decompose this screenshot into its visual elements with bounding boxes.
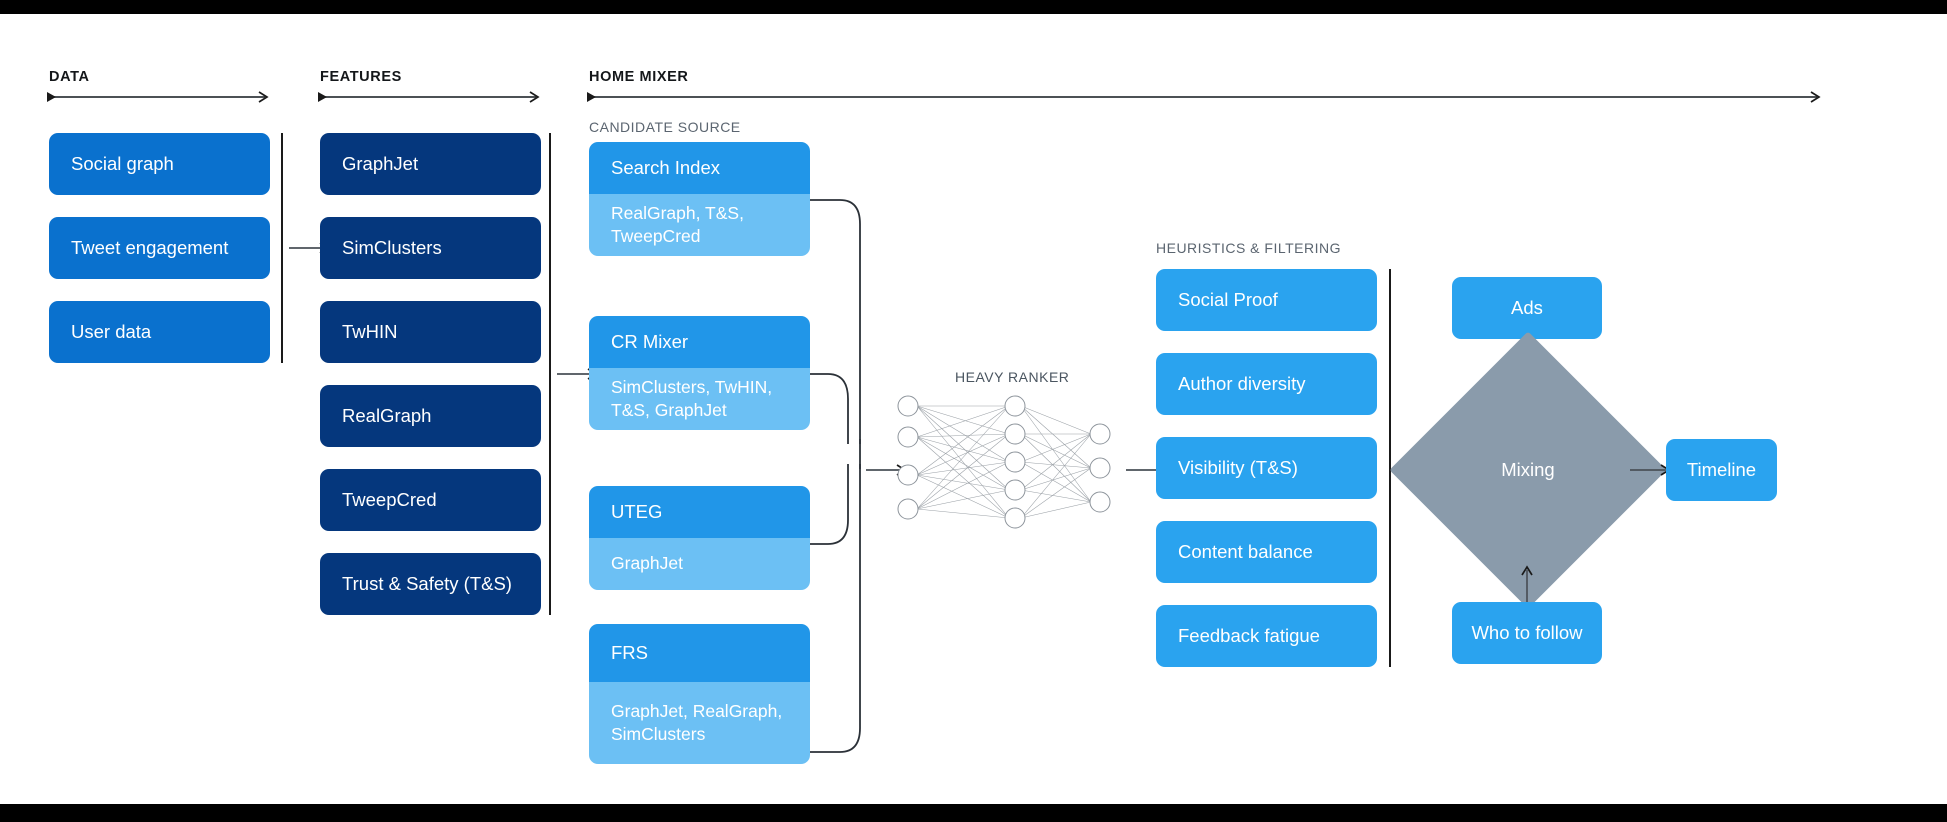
data-box-1[interactable]: Tweet engagement (49, 217, 270, 279)
diagram-canvas: DATA FEATURES HOME MIXER Social graph Tw… (0, 14, 1947, 804)
candidate-source-name: FRS (589, 624, 810, 682)
candidate-source-features: GraphJet, RealGraph, SimClusters (589, 682, 810, 764)
heuristic-box-1[interactable]: Author diversity (1156, 353, 1377, 415)
feature-box-2[interactable]: TwHIN (320, 301, 541, 363)
data-axis-arrow (47, 91, 269, 103)
candidate-source-card-0[interactable]: Search Index RealGraph, T&S, TweepCred (589, 142, 810, 256)
feature-box-label: TweepCred (342, 489, 437, 510)
section-title-features: FEATURES (320, 69, 402, 85)
divider-data-features (281, 133, 283, 363)
data-box-label: Social graph (71, 153, 174, 174)
heuristic-box-label: Visibility (T&S) (1178, 457, 1298, 478)
candidate-source-features: RealGraph, T&S, TweepCred (589, 194, 810, 256)
heuristic-box-label: Feedback fatigue (1178, 625, 1320, 646)
data-box-0[interactable]: Social graph (49, 133, 270, 195)
feature-box-4[interactable]: TweepCred (320, 469, 541, 531)
heuristic-box-3[interactable]: Content balance (1156, 521, 1377, 583)
heuristic-box-2[interactable]: Visibility (T&S) (1156, 437, 1377, 499)
feature-box-5[interactable]: Trust & Safety (T&S) (320, 553, 541, 615)
heuristic-box-4[interactable]: Feedback fatigue (1156, 605, 1377, 667)
timeline-label: Timeline (1686, 459, 1757, 480)
label-heuristics: HEURISTICS & FILTERING (1156, 240, 1341, 256)
heuristic-box-label: Social Proof (1178, 289, 1278, 310)
candidate-source-name: Search Index (589, 142, 810, 194)
section-title-home-mixer: HOME MIXER (589, 69, 689, 85)
candidate-to-ranker-connectors (810, 199, 861, 753)
data-box-label: Tweet engagement (71, 237, 229, 258)
candidate-source-card-1[interactable]: CR Mixer SimClusters, TwHIN, T&S, GraphJ… (589, 316, 810, 430)
arrow-whotofollow-to-mixing (1521, 565, 1533, 604)
feature-box-0[interactable]: GraphJet (320, 133, 541, 195)
candidate-source-card-2[interactable]: UTEG GraphJet (589, 486, 810, 590)
mixing-label: Mixing (1501, 459, 1555, 480)
candidate-source-features: GraphJet (589, 538, 810, 590)
feature-box-label: GraphJet (342, 153, 419, 174)
mixing-node[interactable]: Mixing (1389, 331, 1667, 609)
heuristic-box-label: Author diversity (1178, 373, 1306, 394)
ads-label: Ads (1511, 297, 1543, 318)
heuristic-box-0[interactable]: Social Proof (1156, 269, 1377, 331)
data-box-2[interactable]: User data (49, 301, 270, 363)
feature-box-label: RealGraph (342, 405, 432, 426)
heuristic-box-label: Content balance (1178, 541, 1313, 562)
ads-box[interactable]: Ads (1452, 277, 1602, 339)
heavy-ranker-network (897, 395, 1111, 529)
timeline-box[interactable]: Timeline (1666, 439, 1777, 501)
candidate-source-features: SimClusters, TwHIN, T&S, GraphJet (589, 368, 810, 430)
home-mixer-axis-arrow (587, 91, 1821, 103)
section-title-data: DATA (49, 69, 90, 85)
candidate-source-card-3[interactable]: FRS GraphJet, RealGraph, SimClusters (589, 624, 810, 764)
who-to-follow-label: Who to follow (1471, 622, 1583, 643)
feature-box-3[interactable]: RealGraph (320, 385, 541, 447)
feature-box-1[interactable]: SimClusters (320, 217, 541, 279)
label-heavy-ranker: HEAVY RANKER (955, 369, 1070, 385)
feature-box-label: TwHIN (342, 321, 398, 342)
divider-features-homemixer (549, 133, 551, 615)
feature-box-label: SimClusters (342, 237, 442, 258)
features-axis-arrow (318, 91, 540, 103)
candidate-source-name: UTEG (589, 486, 810, 538)
candidate-source-name: CR Mixer (589, 316, 810, 368)
label-candidate-source: CANDIDATE SOURCE (589, 119, 741, 135)
data-box-label: User data (71, 321, 152, 342)
who-to-follow-box[interactable]: Who to follow (1452, 602, 1602, 664)
feature-box-label: Trust & Safety (T&S) (342, 573, 512, 594)
